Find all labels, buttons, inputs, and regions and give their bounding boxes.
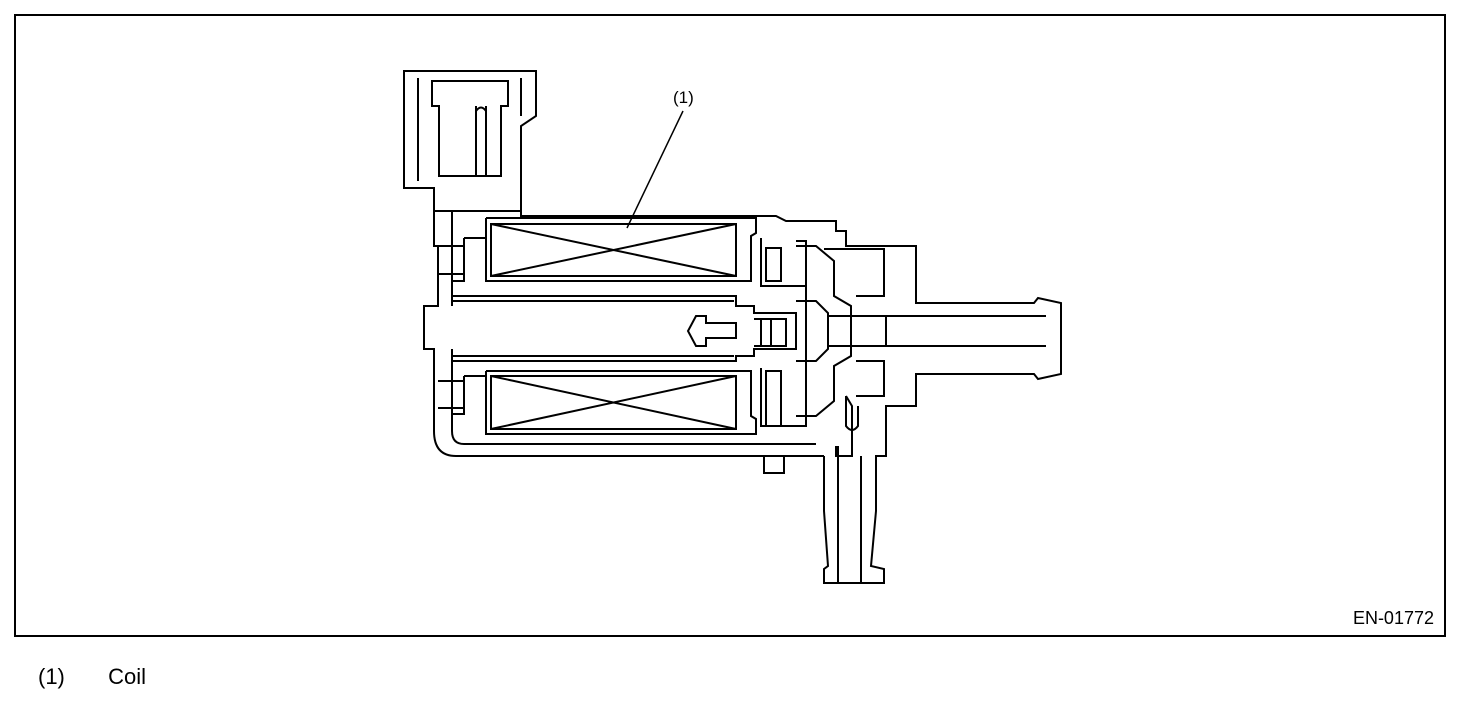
callout-label: (1) [673, 88, 694, 107]
connector [403, 70, 537, 212]
lower-coil [438, 368, 807, 474]
figure-frame: (1) EN-01772 [14, 14, 1446, 637]
legend-text: Coil [108, 664, 147, 689]
legend-number: (1) [38, 664, 65, 689]
valve-seat [796, 245, 1046, 417]
legend-item: (1) Coil [38, 664, 146, 690]
plunger [452, 295, 797, 362]
figure-code: EN-01772 [1352, 608, 1434, 628]
solenoid-valve-diagram [403, 70, 1062, 584]
upper-coil [438, 217, 807, 287]
valve-body [423, 211, 1062, 584]
